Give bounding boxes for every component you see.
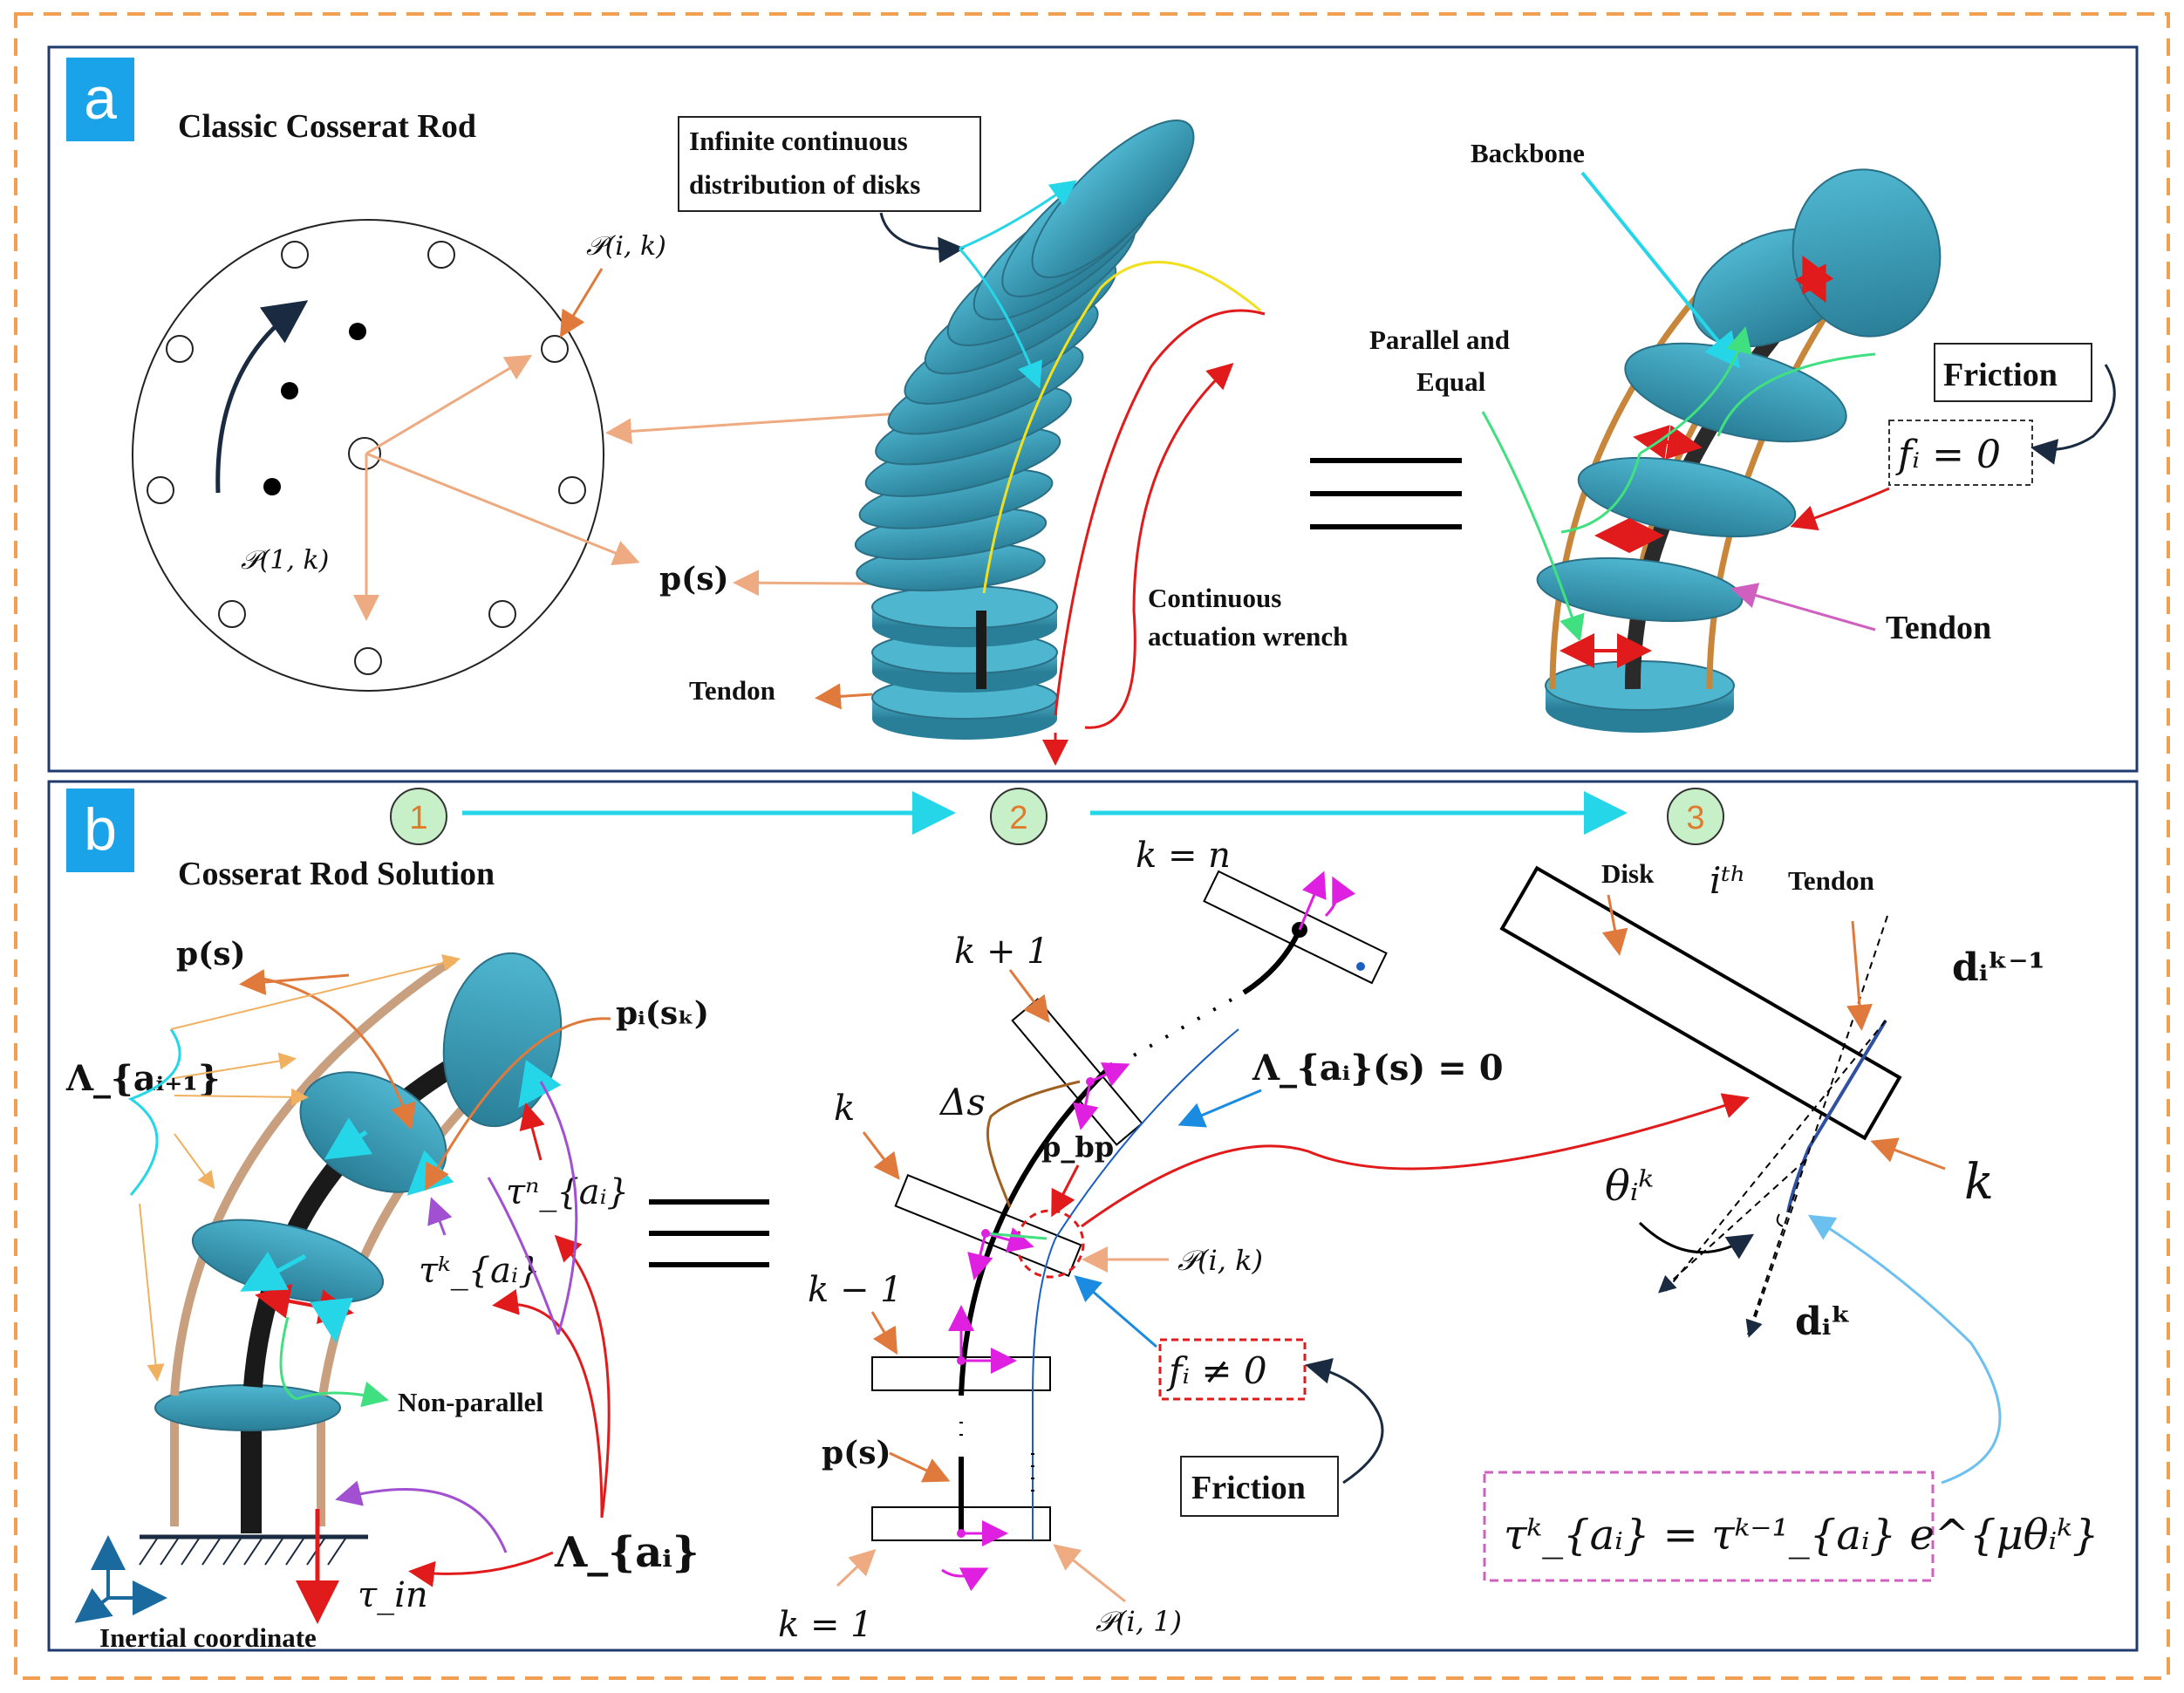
label-continuous-2: actuation wrench <box>1148 621 1348 652</box>
label-p-ik-b: 𝒫(i, k) <box>1177 1244 1263 1277</box>
friction-detail-diagram <box>1499 865 1902 1338</box>
cross-section-circle <box>132 219 604 692</box>
label-ps-mid: p(s) <box>822 1435 891 1471</box>
label-tendon-a-left: Tendon <box>689 675 775 706</box>
label-ps-top: p(s) <box>176 936 246 973</box>
label-parallel-1: Parallel and <box>1369 324 1510 355</box>
label-tendon-a-right: Tendon <box>1886 610 1991 646</box>
step-1-circle <box>390 788 447 845</box>
label-d-k: dᵢᵏ <box>1795 1300 1851 1344</box>
label-p-1k: 𝒫(1, k) <box>241 545 329 576</box>
step-3-circle <box>1667 788 1724 845</box>
panel-a-badge-text: a <box>84 65 117 132</box>
panel-a-border <box>47 45 2139 773</box>
panel-b-badge-text: b <box>84 796 117 863</box>
label-pbp: p_bp <box>1041 1130 1114 1164</box>
label-k-eq-1: k = 1 <box>778 1605 873 1645</box>
friction-formula-box <box>1483 1471 1935 1582</box>
label-fi-nonzero: fᵢ ≠ 0 <box>1166 1349 1267 1392</box>
label-backbone: Backbone <box>1471 138 1585 168</box>
label-friction-b: Friction <box>1191 1470 1306 1506</box>
label-disk: Disk <box>1601 858 1655 889</box>
label-d-km1: dᵢᵏ⁻¹ <box>1952 945 2045 990</box>
disk-k-plus-1 <box>1011 998 1143 1146</box>
panel-a-badge <box>66 58 134 141</box>
outer-dashed-frame <box>14 12 2170 1680</box>
label-ps-a: p(s) <box>659 561 729 597</box>
label-parallel-2: Equal <box>1416 366 1486 397</box>
discrete-robot-a <box>1536 168 1942 733</box>
continuous-disk-stack <box>854 119 1266 740</box>
step-3-label: 3 <box>1686 800 1704 836</box>
label-p-ik-a: 𝒫(i, k) <box>586 231 666 262</box>
ground-hatch <box>139 1534 368 1566</box>
robot-b-step1 <box>154 952 563 1533</box>
friction-box-a <box>1934 343 2092 402</box>
label-k-plus-1: k + 1 <box>954 932 1049 972</box>
infinite-disks-box <box>678 116 981 212</box>
label-theta: θᵢᵏ <box>1605 1162 1654 1211</box>
equivalence-sign-b <box>649 1199 769 1267</box>
label-lambda-ai: Λ_{aᵢ} <box>554 1528 700 1577</box>
label-k-eq-n: k = n <box>1136 836 1231 876</box>
rotation-arrow <box>215 300 309 494</box>
label-tau-in: τ_in <box>358 1575 428 1615</box>
label-friction-a: Friction <box>1943 357 2058 393</box>
label-fi-zero: fᵢ = 0 <box>1895 433 2001 477</box>
friction-formula: τᵏ_{aᵢ} = τᵏ⁻¹_{aᵢ} e^{μθᵢᵏ} <box>1504 1511 2099 1560</box>
step-2-circle <box>990 788 1048 845</box>
disk-k <box>894 1173 1082 1278</box>
panel-b-badge <box>66 788 134 872</box>
step-indicators: 1 2 3 <box>390 788 1724 845</box>
center-hole <box>348 437 381 470</box>
equivalence-sign-a <box>1310 458 1462 529</box>
step-1-label: 1 <box>409 800 427 836</box>
label-infinite-1: Infinite continuous <box>689 126 908 156</box>
label-k-right: k <box>1964 1154 1994 1211</box>
label-lambda-ai1: Λ_{aᵢ₊₁} <box>65 1058 221 1099</box>
label-infinite-2: distribution of disks <box>689 169 920 200</box>
cross-section-diagram: 𝒫(i, k) 𝒫(1, k) <box>132 219 666 692</box>
panel-a-title: Classic Cosserat Rod <box>178 108 476 145</box>
fi-nonzero-box <box>1158 1338 1307 1401</box>
label-lambda-zero: Λ_{aᵢ}(s) = 0 <box>1252 1048 1504 1089</box>
discretization-diagram <box>871 870 1388 1592</box>
label-ith: iᵗʰ <box>1710 859 1746 902</box>
label-tendon-b: Tendon <box>1788 865 1874 896</box>
step-2-label: 2 <box>1009 800 1027 836</box>
label-nonparallel: Non-parallel <box>398 1387 543 1417</box>
label-tau-k: τᵏ_{aᵢ} <box>419 1251 541 1291</box>
label-k-minus-1: k − 1 <box>808 1270 903 1310</box>
panel-b-title: Cosserat Rod Solution <box>178 856 495 892</box>
label-continuous-1: Continuous <box>1148 583 1281 613</box>
label-tau-n: τⁿ_{aᵢ} <box>506 1172 629 1212</box>
label-inertial: Inertial coordinate <box>99 1622 317 1653</box>
panel-b-border <box>47 780 2139 1652</box>
label-p-i1: 𝒫(i, 1) <box>1095 1605 1182 1638</box>
label-pisk: pᵢ(sₖ) <box>616 995 709 1032</box>
inertial-axes <box>74 1535 167 1623</box>
label-k-b: k <box>834 1089 855 1129</box>
detail-disk <box>1499 865 1902 1141</box>
friction-box-b <box>1180 1456 1339 1517</box>
label-delta-s: Δs <box>938 1081 986 1123</box>
tendon-hole-pik <box>541 335 569 363</box>
